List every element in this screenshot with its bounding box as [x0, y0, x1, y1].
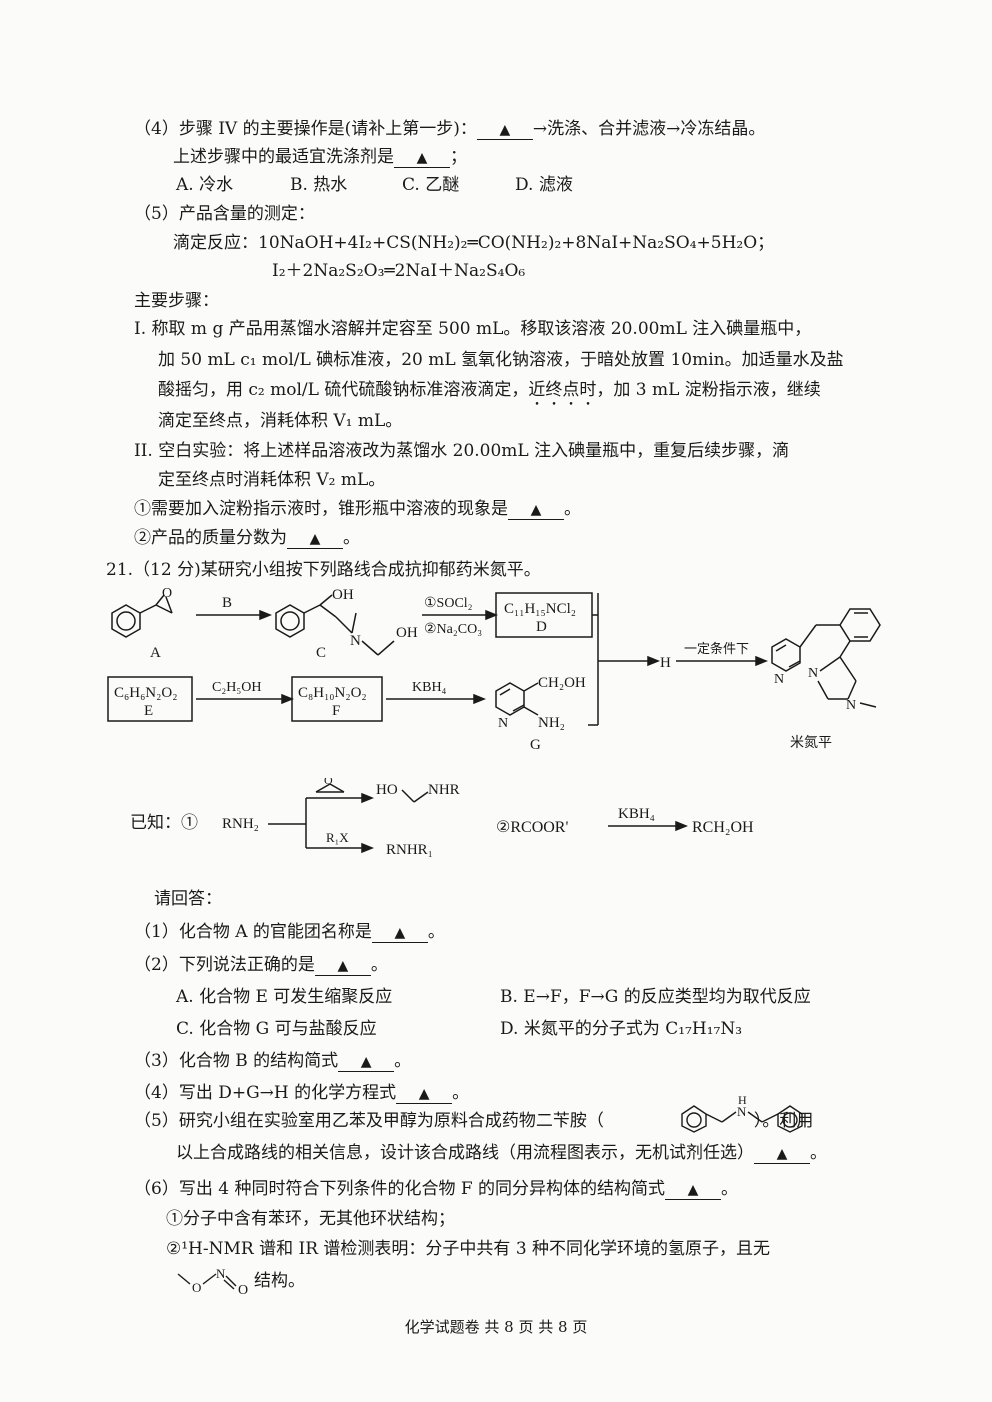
q21-part6-cond2: ②¹H-NMR 谱和 IR 谱检测表明：分子中共有 3 种不同化学环境的氢原子，…: [166, 1239, 771, 1259]
answer-blank[interactable]: ▲: [476, 120, 533, 140]
q21-option-a[interactable]: A. 化合物 E 可发生缩聚反应: [176, 987, 393, 1007]
q21-part6-cond1: ①分子中含有苯环，无其他环状结构；: [166, 1209, 455, 1229]
q21-part6: （6）写出 4 种同时符合下列条件的化合物 F 的同分异构体的结构简式▲。: [134, 1179, 739, 1200]
compound-g-label: G: [530, 737, 541, 753]
answer-blank[interactable]: ▲: [754, 1144, 810, 1164]
compound-a-oxygen: O: [162, 586, 172, 601]
q20-sub1: ①需要加入淀粉指示液时，锥形瓶中溶液的现象是▲。: [134, 499, 581, 520]
fragment-o: O: [192, 1280, 201, 1295]
q21-part1: （1）化合物 A 的官能团名称是▲。: [134, 922, 445, 943]
mirtazapine-n3: N: [846, 698, 856, 713]
synthesis-route-scheme: O A B OH N OH C ①SOCl₂ ②Na₂CO₃ C₁₁H₁₅NCl…: [107, 586, 881, 753]
compound-e-formula: C₆H₆N₂O₂: [114, 685, 177, 701]
step1-line1: I. 称取 m g 产品用蒸馏水溶解并定容至 500 mL。移取该溶液 20.0…: [134, 319, 812, 339]
mirtazapine-label: 米氮平: [790, 735, 832, 751]
compound-c-oh: OH: [332, 587, 354, 603]
answer-blank[interactable]: ▲: [314, 956, 371, 976]
mirtazapine-n1: N: [774, 672, 784, 687]
reagent-kbh4: KBH₄: [412, 680, 447, 695]
step2-line2: 定至终点时消耗体积 V₂ mL。: [158, 470, 386, 490]
known2-product: RCH₂OH: [692, 819, 754, 836]
known-rnhr1: RNHR₁: [386, 842, 433, 858]
known2-kbh4: KBH₄: [618, 806, 655, 822]
q21-part6-cond3: 结构。: [254, 1271, 305, 1291]
known-label: 已知：①: [130, 813, 198, 832]
reagent-na2co3: ②Na₂CO₃: [424, 622, 482, 637]
q20-part4-line1: （4）步骤 IV 的主要操作是(请补上第一步)：▲→洗涤、合并滤液→冷冻结晶。: [134, 119, 766, 140]
q21-part5-line2: 以上合成路线的相关信息，设计该合成路线（用流程图表示，无机试剂任选）▲。: [176, 1143, 827, 1164]
compound-c-n: N: [350, 633, 361, 649]
step1-line3: 酸摇匀，用 c₂ mol/L 硫代硫酸钠标准溶液滴定，近终点时，加 3 mL 淀…: [158, 380, 821, 400]
q21-option-c[interactable]: C. 化合物 G 可与盐酸反应: [176, 1019, 377, 1039]
reagent-ethanol: C₂H₅OH: [212, 680, 261, 695]
compound-g-structure: [495, 682, 539, 716]
compound-c-structure: [275, 594, 395, 656]
compound-f-label: F: [332, 703, 340, 719]
compound-g-nh2: NH₂: [538, 715, 565, 731]
compound-g-n: N: [498, 716, 508, 731]
compound-c-oh2: OH: [396, 625, 418, 641]
answer-blank[interactable]: ▲: [665, 1180, 722, 1200]
step1-line4: 滴定至终点，消耗体积 V₁ mL。: [158, 411, 403, 431]
q20-option-b[interactable]: B. 热水: [290, 175, 348, 195]
answer-blank[interactable]: ▲: [287, 529, 343, 549]
nitrite-fragment-structure: O N O: [177, 1266, 248, 1298]
step2-line1: II. 空白实验：将上述样品溶液改为蒸馏水 20.00mL 注入碘量瓶中，重复后…: [134, 441, 790, 461]
answer-blank[interactable]: ▲: [396, 1084, 453, 1104]
q20-part4-line2: 上述步骤中的最适宜洗涤剂是▲；: [173, 147, 467, 168]
q21-option-b[interactable]: B. E→F，F→G 的反应类型均为取代反应: [500, 987, 811, 1007]
condition-text: 一定条件下: [684, 641, 749, 656]
compound-a-label: A: [150, 645, 161, 661]
fragment-o2: O: [238, 1283, 248, 1298]
q20-option-a[interactable]: A. 冷水: [176, 175, 234, 195]
known-ho: HO: [376, 782, 398, 798]
answer-blank[interactable]: ▲: [371, 923, 428, 943]
q21-part4: （4）写出 D+G→H 的化学方程式▲。: [134, 1083, 470, 1104]
reagent-b: B: [222, 595, 232, 611]
known-r1x: R₁X: [326, 830, 349, 845]
answer-blank[interactable]: ▲: [394, 148, 450, 168]
compound-e-box: [107, 676, 193, 722]
mirtazapine-structure: [771, 608, 881, 708]
q21-part2: （2）下列说法正确的是▲。: [134, 955, 388, 976]
titration-reaction-2: I₂＋2Na₂S₂O₃═2NaI＋Na₂S₄O₆: [272, 261, 526, 281]
q21-part5-line1: （5）研究小组在实验室用乙苯及甲醇为原料合成药物二苄胺（）。利用: [134, 1111, 814, 1131]
q20-sub2: ②产品的质量分数为▲。: [134, 528, 360, 549]
page-footer: 化学试题卷 共 8 页 共 8 页: [404, 1318, 588, 1336]
compound-f-box: [291, 676, 383, 722]
answer-prompt: 请回答：: [154, 889, 222, 909]
q20-option-d[interactable]: D. 滤液: [515, 175, 573, 195]
dibenzylamine-structure: N H: [681, 1094, 803, 1133]
compound-e-label: E: [144, 703, 153, 719]
compound-f-formula: C₈H₁₀N₂O₂: [298, 685, 367, 701]
known-nhr: NHR: [428, 782, 460, 798]
known-reactions: 已知：① RNH₂ O HO NHR R₁X RNHR₁ ②RCOOR' KBH…: [130, 778, 754, 858]
mirtazapine-n2: N: [808, 666, 818, 681]
epoxide-o: O: [324, 778, 333, 787]
dibenzylamine-n: N: [737, 1104, 747, 1119]
reagent-socl2: ①SOCl₂: [424, 596, 473, 611]
compound-d-label: D: [536, 619, 547, 635]
dibenzylamine-h: H: [738, 1094, 747, 1107]
titration-reaction-1: 滴定反应：10NaOH+4I₂+CS(NH₂)₂═CO(NH₂)₂+8NaI+N…: [173, 233, 775, 253]
compound-h-label: H: [660, 655, 671, 671]
answer-blank[interactable]: ▲: [338, 1052, 395, 1072]
q20-part5: （5）产品含量的测定：: [134, 204, 315, 224]
q21-title: 21.（12 分)某研究小组按下列路线合成抗抑郁药米氮平。: [106, 560, 541, 580]
compound-c-label: C: [316, 645, 326, 661]
q20-option-c[interactable]: C. 乙醚: [402, 175, 460, 195]
step1-line2: 加 50 mL c₁ mol/L 碘标准液，20 mL 氢氧化钠溶液，于暗处放置…: [158, 350, 844, 370]
q21-part3: （3）化合物 B 的结构简式▲。: [134, 1051, 412, 1072]
fragment-n: N: [216, 1266, 226, 1281]
main-steps-heading: 主要步骤：: [134, 291, 219, 311]
q21-option-d[interactable]: D. 米氮平的分子式为 C₁₇H₁₇N₃: [500, 1019, 743, 1039]
known2-ester: ②RCOOR': [496, 819, 568, 836]
known-rnh2: RNH₂: [222, 816, 259, 832]
answer-blank[interactable]: ▲: [508, 500, 564, 520]
compound-g-ch2oh: CH₂OH: [538, 675, 586, 691]
compound-a-structure: [111, 594, 173, 638]
compound-d-formula: C₁₁H₁₅NCl₂: [504, 601, 576, 617]
